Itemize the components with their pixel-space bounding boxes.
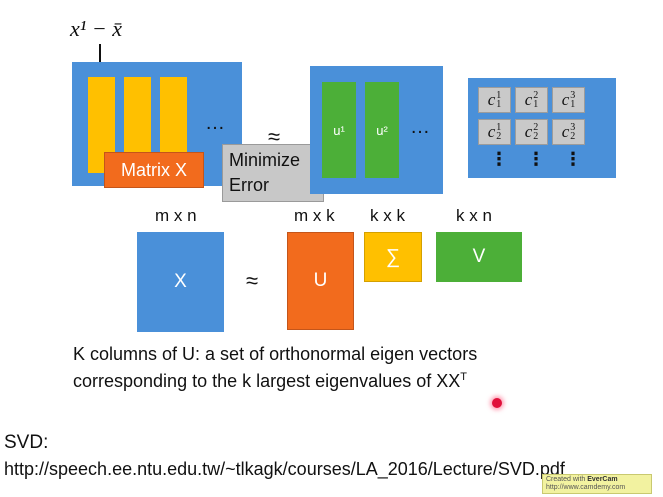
dim-u-label: m x k bbox=[294, 206, 335, 225]
formula-text: x¹ − x̄ bbox=[70, 16, 122, 41]
minimize-text: Minimize bbox=[229, 150, 301, 170]
v-matrix-label: V bbox=[472, 246, 486, 267]
u2-label: u² bbox=[376, 122, 388, 138]
vdots-icon: ⋮ bbox=[490, 149, 508, 169]
svd-url-link[interactable]: http://speech.ee.ntu.edu.tw/~tlkagk/cour… bbox=[4, 459, 565, 479]
u-matrix-label: U bbox=[313, 270, 328, 291]
x-matrix: X bbox=[137, 232, 224, 332]
laser-pointer-icon bbox=[492, 398, 502, 408]
dim-sigma-label: k x k bbox=[370, 206, 405, 225]
transpose-superscript: T bbox=[460, 371, 467, 383]
watermark-line-1: Created with EverCam bbox=[546, 476, 618, 483]
svd-label: SVD: bbox=[4, 432, 49, 453]
approx-sign-svd: ≈ bbox=[246, 268, 259, 293]
watermark-brand: EverCam bbox=[587, 476, 618, 483]
matrix-x-label: Matrix X bbox=[104, 152, 204, 188]
dim-x-label: m x n bbox=[155, 206, 197, 225]
matrix-x-ellipsis: … bbox=[205, 112, 225, 134]
x-matrix-label: X bbox=[174, 271, 187, 292]
sigma-matrix-label: ∑ bbox=[385, 245, 401, 268]
u2-column: u² bbox=[365, 82, 399, 178]
error-text: Error bbox=[229, 175, 269, 195]
formula-label: x¹ − x̄ bbox=[70, 16, 122, 42]
v-matrix: V bbox=[436, 232, 522, 282]
u1-column: u¹ bbox=[322, 82, 356, 178]
minimize-error-box: Minimize Error bbox=[222, 144, 324, 202]
u1-label: u¹ bbox=[333, 122, 345, 138]
caption-line-2: corresponding to the k largest eigenvalu… bbox=[73, 371, 467, 392]
approx-sign-top: ≈ bbox=[268, 124, 281, 149]
vdots-icon: ⋮ bbox=[527, 149, 545, 169]
evercam-watermark: Created with EverCam http://www.camdemy.… bbox=[542, 474, 652, 494]
vdots-icon: ⋮ bbox=[564, 149, 582, 169]
caption-line-1: K columns of U: a set of orthonormal eig… bbox=[73, 344, 478, 364]
u-matrix: U bbox=[287, 232, 354, 330]
caption-line-2-text: corresponding to the k largest eigenvalu… bbox=[73, 371, 461, 391]
dim-v-label: k x n bbox=[456, 206, 492, 225]
matrix-x-label-text: Matrix X bbox=[120, 159, 187, 180]
sigma-matrix: ∑ bbox=[364, 232, 422, 282]
u-ellipsis: … bbox=[410, 116, 430, 138]
watermark-line-2: http://www.camdemy.com bbox=[546, 484, 626, 491]
